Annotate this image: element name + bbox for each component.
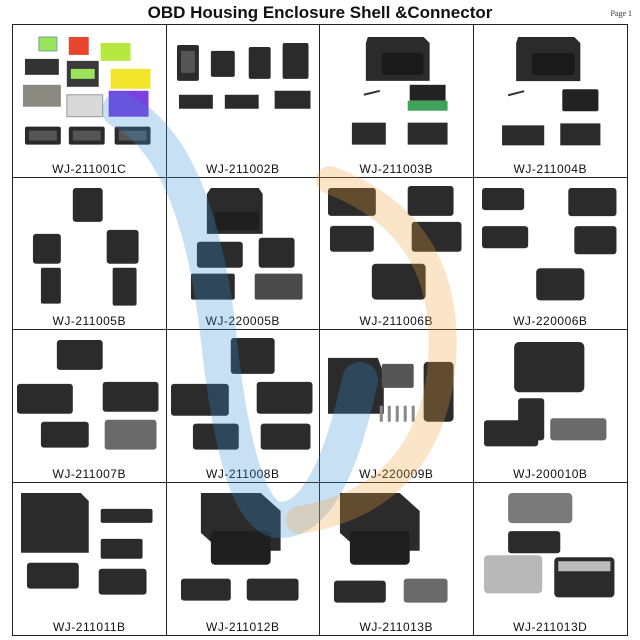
product-photo [327, 357, 454, 422]
product-photo [327, 185, 462, 300]
product-code: WJ-211006B [359, 314, 433, 328]
product-photo [32, 187, 139, 306]
product-cell[interactable]: WJ-211006B [320, 177, 474, 330]
product-photo [351, 36, 448, 145]
product-cell[interactable]: WJ-220005B [166, 177, 320, 330]
product-cell[interactable]: WJ-220006B [473, 178, 627, 330]
product-code: WJ-211008B [206, 466, 280, 481]
product-code: WJ-211004B [513, 161, 587, 176]
product-photo [176, 42, 311, 109]
product-cell[interactable]: WJ-211004B [473, 25, 627, 178]
product-photo [501, 37, 600, 146]
product-code: WJ-211007B [52, 466, 126, 481]
product-photo [333, 492, 448, 603]
product-photo [190, 187, 303, 300]
product-cell[interactable]: WJ-211002B [166, 25, 320, 178]
product-code: WJ-211005B [52, 314, 126, 328]
product-cell[interactable]: WJ-211012B [167, 482, 320, 635]
product-cell[interactable]: WJ-211008B [166, 330, 320, 483]
page-number: Page 1 [610, 9, 632, 18]
product-code: WJ-211012B [206, 620, 280, 634]
product-cell[interactable]: WJ-211003B [320, 25, 474, 178]
product-code: WJ-220005B [205, 314, 280, 328]
product-cell[interactable]: WJ-211011B [13, 482, 167, 635]
product-code: WJ-211003B [359, 161, 433, 176]
page-header: OBD Housing Enclosure Shell &Connector P… [0, 0, 640, 26]
product-photo [22, 36, 151, 145]
product-photo [17, 339, 159, 450]
product-photo [170, 337, 312, 450]
product-cell[interactable]: WJ-211001C [13, 25, 167, 178]
product-photo [483, 492, 614, 597]
product-code: WJ-220006B [513, 314, 588, 328]
product-code: WJ-211013B [359, 620, 433, 634]
product-photo [481, 187, 616, 300]
product-photo [483, 342, 606, 447]
product-photo [20, 492, 153, 595]
page-title: OBD Housing Enclosure Shell &Connector [147, 3, 493, 22]
product-code: WJ-211001C [52, 161, 127, 176]
product-cell[interactable]: WJ-211013B [320, 482, 474, 635]
product-cell[interactable]: WJ-211007B [13, 330, 167, 483]
product-code: WJ-211002B [206, 161, 280, 176]
product-code: WJ-200010B [513, 466, 588, 481]
product-cell[interactable]: WJ-211005B [13, 177, 167, 330]
product-cell[interactable]: WJ-211013D [474, 483, 628, 636]
product-cell[interactable]: WJ-200010B [473, 330, 627, 483]
product-grid: WJ-211001C WJ-211002B WJ-211003B [12, 24, 628, 636]
product-code: WJ-211013D [513, 620, 588, 634]
product-code: WJ-220009B [359, 466, 434, 481]
product-code: WJ-211011B [52, 620, 126, 634]
product-photo [180, 492, 299, 601]
product-cell[interactable]: WJ-220009B [320, 330, 474, 483]
